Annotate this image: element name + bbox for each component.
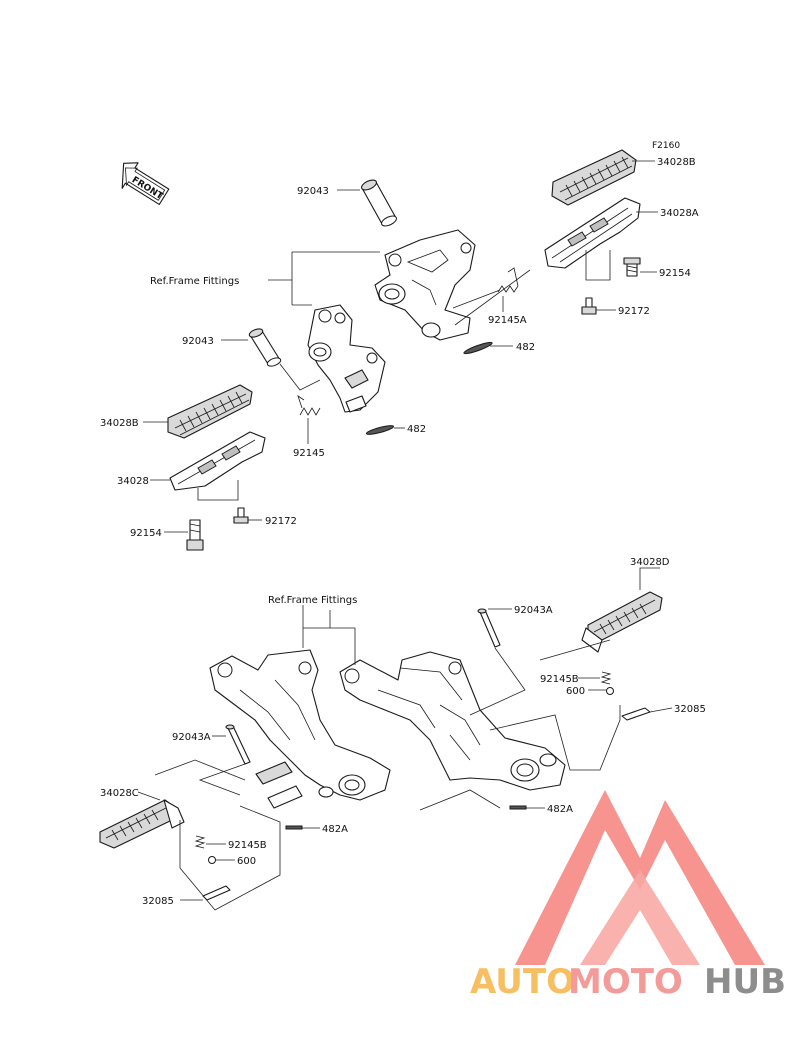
label-92043A-right: 92043A [514, 605, 553, 616]
label-34028A: 34028A [660, 208, 699, 219]
label-92172-left: 92172 [265, 516, 297, 527]
screw-92172-left [233, 507, 249, 524]
clip-482-middle [365, 425, 395, 435]
ball-600-left [208, 856, 216, 864]
label-482-top2: 482 [407, 424, 426, 435]
label-92172-top: 92172 [618, 306, 650, 317]
label-ref-frame-2: Ref.Frame Fittings [268, 595, 357, 606]
diagram-code: F2160 [652, 141, 680, 151]
spring-92145B-left [194, 835, 206, 849]
automotohub-logo: AUTO MOTO HUB [470, 790, 786, 1002]
label-92145B-right: 92145B [540, 674, 579, 685]
label-92043-top: 92043 [297, 186, 329, 197]
pin-92043-middle [248, 328, 282, 367]
spring-92145 [297, 395, 321, 416]
leader-lines-lower [137, 567, 673, 911]
label-34028C: 34028C [100, 788, 139, 799]
bolt-92154-left [186, 519, 204, 551]
leader-lines-upper [143, 160, 658, 533]
label-34028D: 34028D [630, 557, 670, 568]
label-482-top1: 482 [516, 342, 535, 353]
screw-92172-top [581, 297, 597, 315]
spring-92145A [497, 267, 519, 293]
label-92145: 92145 [293, 448, 325, 459]
label-92145A: 92145A [488, 315, 527, 326]
pin-92043-top [361, 179, 397, 227]
bracket-right-lower [339, 651, 566, 791]
ball-600-right [606, 687, 614, 695]
label-92154-left: 92154 [130, 528, 162, 539]
clip-482A-left [285, 825, 303, 830]
footpeg-rubber-34028B-left [167, 384, 253, 439]
label-32085-left: 32085 [142, 896, 174, 907]
plate-32085-left [202, 885, 231, 901]
bracket-left-middle [307, 304, 386, 413]
label-600-right: 600 [566, 686, 585, 697]
label-92145B-left: 92145B [228, 840, 267, 851]
footpeg-rubber-34028D [581, 591, 663, 653]
logo-word-hub: HUB [704, 962, 786, 1002]
logo-triangle-mark [515, 790, 765, 965]
label-ref-frame-1: Ref.Frame Fittings [150, 276, 239, 287]
bolt-92154-top [623, 257, 641, 277]
label-34028: 34028 [117, 476, 149, 487]
plate-32085-right [621, 707, 651, 721]
logo-word-auto: AUTO [470, 962, 575, 1002]
label-32085-right: 32085 [674, 704, 706, 715]
label-600-left: 600 [237, 856, 256, 867]
clip-482A-right [509, 805, 527, 810]
footpeg-rubber-34028C [99, 799, 185, 849]
spring-92145B-right [600, 671, 612, 685]
label-92043-middle: 92043 [182, 336, 214, 347]
label-34028B-top: 34028B [657, 157, 696, 168]
bracket-left-lower [209, 649, 391, 809]
footpeg-34028A [544, 197, 641, 269]
bracket-right-upper [374, 229, 476, 341]
label-92154-top: 92154 [659, 268, 691, 279]
logo-word-moto: MOTO [568, 962, 683, 1002]
footpeg-rubber-34028B-right [551, 149, 637, 206]
pin-92043A-left [225, 724, 251, 765]
pin-92043A-right [477, 608, 501, 648]
clip-482-top [463, 341, 493, 355]
footpeg-34028 [169, 431, 266, 491]
label-482A-left: 482A [322, 824, 348, 835]
label-34028B-left: 34028B [100, 418, 139, 429]
label-92043A-left: 92043A [172, 732, 211, 743]
front-arrow: FRONT [121, 162, 170, 205]
label-482A-right: 482A [547, 804, 573, 815]
